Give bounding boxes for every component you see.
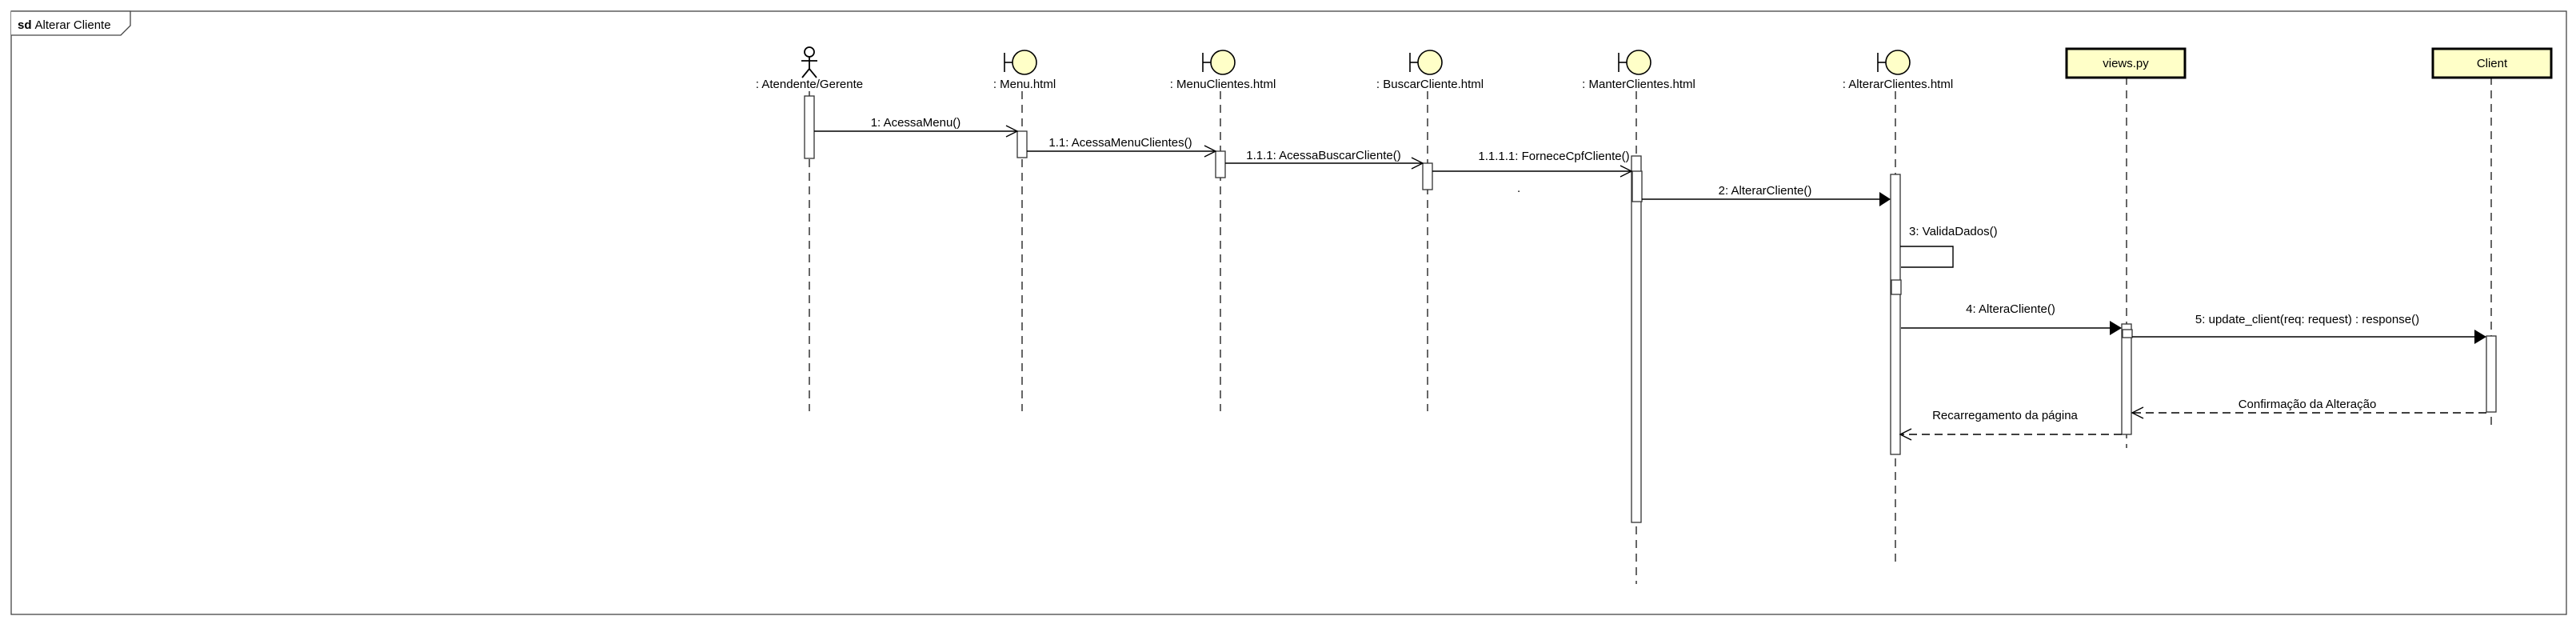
message-label-4: 4: AlteraCliente() [1966,302,2055,316]
diagram-frame [10,10,2567,615]
lifeline-label-manterclientes: : ManterClientes.html [1582,78,1695,91]
stray-dot: . [1517,182,1520,195]
activation-client [2486,335,2497,413]
activation-alterarclientes-nested [1891,279,1902,295]
message-label-1: 1: AcessaMenu() [871,116,961,130]
activation-manterclientes-nested [1631,170,1643,202]
activation-menu [1016,130,1028,158]
lifeline-label-menu: : Menu.html [993,78,1056,91]
activation-buscarcliente [1422,162,1433,190]
message-label-3: 3: ValidaDados() [1909,225,1998,238]
class-box-label-views: views.py [2103,57,2149,70]
message-arrowhead-2 [1879,192,1891,206]
activation-atendente [804,95,815,159]
lifeline-label-atendente: : Atendente/Gerente [756,78,863,91]
message-arrowhead-1-1-1 [1411,157,1424,170]
message-arrowhead-1-1-1-1 [1619,165,1633,178]
message-arrowhead-5 [2474,330,2486,344]
lifeline-label-alterarclientes: : AlterarClientes.html [1843,78,1953,91]
message-label-2: 2: AlterarCliente() [1719,184,1812,198]
message-label-1-1: 1.1: AcessaMenuClientes() [1048,136,1192,150]
return-arrowhead-confirmacao [2131,406,2144,419]
return-arrowhead-recarregamento [1899,428,1912,441]
message-label-1-1-1: 1.1.1: AcessaBuscarCliente() [1246,149,1400,162]
return-label-recarregamento: Recarregamento da página [1932,409,2078,422]
return-label-confirmacao: Confirmação da Alteração [2239,398,2377,411]
lifeline-label-menuclientes: : MenuClientes.html [1170,78,1276,91]
lifeline-label-buscarcliente: : BuscarCliente.html [1376,78,1484,91]
activation-views [2121,323,2132,435]
message-arrowhead-1-1 [1204,145,1217,158]
activation-alterarclientes [1890,174,1901,455]
message-arrowhead-4 [2110,321,2122,335]
class-box-client [2431,47,2553,79]
boundary-icon-menu [1004,50,1037,75]
actor-icon [801,46,817,78]
activation-views-nested [2122,329,2133,338]
boundary-icon-alterarclientes [1877,50,1911,75]
message-label-5: 5: update_client(req: request) : respons… [2195,313,2419,326]
boundary-icon-menuclientes [1202,50,1236,75]
boundary-icon-buscarcliente [1409,50,1443,75]
boundary-icon-manterclientes [1618,50,1651,75]
message-line-3 [1900,246,1954,268]
activation-manterclientes [1631,155,1642,523]
message-arrowhead-1 [1005,125,1019,138]
activation-menuclientes [1215,150,1226,178]
class-box-label-client: Client [2477,57,2508,70]
message-label-1-1-1-1: 1.1.1.1: ForneceCpfCliente() [1478,150,1629,163]
frame-tab [11,10,131,36]
class-box-views [2065,47,2187,79]
